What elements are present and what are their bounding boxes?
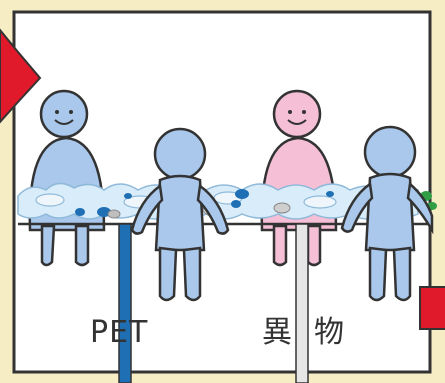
red-arrow-left-marker bbox=[0, 28, 42, 124]
worker-head bbox=[363, 125, 417, 179]
foreign-matter-label: 異物 bbox=[262, 315, 366, 350]
foreign-flake bbox=[107, 209, 121, 219]
foreign-flake bbox=[273, 202, 291, 214]
pet-flake bbox=[124, 193, 132, 199]
worker-head bbox=[153, 127, 207, 181]
pet-flake bbox=[326, 191, 334, 197]
worker-front-right bbox=[340, 125, 434, 302]
pet-flake bbox=[231, 200, 241, 208]
pet-flake bbox=[235, 189, 249, 199]
foreign-matter-chute bbox=[295, 223, 309, 383]
pet-chute bbox=[118, 223, 132, 383]
pet-label: PET bbox=[90, 315, 149, 350]
worker-head bbox=[39, 89, 89, 139]
pet-flake bbox=[75, 208, 85, 216]
red-marker-right bbox=[419, 286, 445, 330]
pet-flake bbox=[97, 207, 111, 217]
worker-front-middle bbox=[130, 127, 230, 302]
worker-head bbox=[272, 89, 322, 139]
